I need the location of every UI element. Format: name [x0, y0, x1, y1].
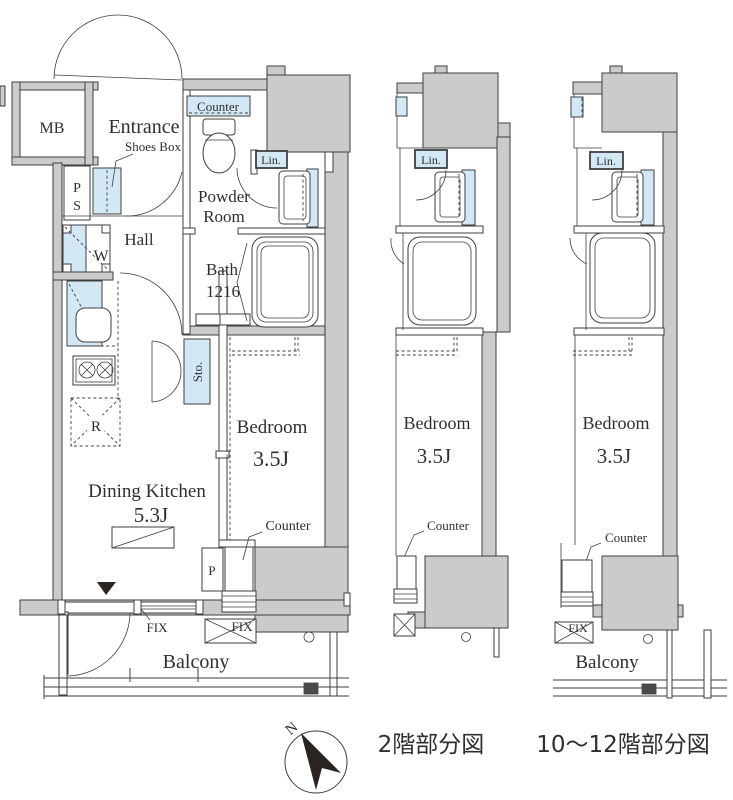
toilet-icon: [202, 118, 236, 174]
washer-label: W: [93, 248, 109, 265]
pillar-label: P: [208, 563, 215, 578]
bedroom-size-label: 3.5J: [417, 444, 451, 468]
linen-box: [414, 149, 448, 169]
drain-hatch-icon: [641, 683, 657, 695]
ac-unit-icon: [393, 613, 416, 637]
table-icon: [111, 526, 175, 549]
linen-box: [589, 151, 624, 170]
main-plan: MB P S Entrance Shoes Box W Hal: [0, 14, 351, 699]
bathtub-icon: [569, 232, 656, 330]
linen-label: Lin.: [421, 153, 441, 167]
storage-closet: Sto.: [151, 338, 211, 405]
storage-label: Sto.: [190, 362, 205, 383]
bath-size-label: 1216: [206, 282, 240, 301]
balcony-label: Balcony: [575, 652, 639, 673]
bedroom-label: Bedroom: [583, 413, 650, 433]
main-walls: [0, 65, 351, 633]
fix-label: FIX: [568, 621, 588, 635]
counter-label: Counter: [265, 519, 310, 534]
counter-label: Counter: [427, 518, 470, 533]
middle-plan: Lin. Bedroom 3.5J Counter: [390, 65, 511, 658]
dk-door-arc: [119, 272, 183, 336]
shoes-box-icon: [92, 167, 122, 215]
right-plan: Lin. Bedroom 3.5J Counter: [553, 65, 727, 699]
counter-window: [560, 559, 594, 607]
linen-label: Lin.: [596, 154, 616, 168]
compass-north-label: N: [283, 719, 302, 738]
caption-10-12f: 10〜12階部分図: [536, 732, 710, 758]
entrance-label: Entrance: [108, 116, 179, 138]
fix2-label: FIX: [232, 619, 254, 634]
bedroom-dashed-closet: [396, 337, 458, 356]
dining-size-label: 5.3J: [134, 503, 168, 527]
hall-label: Hall: [124, 230, 154, 249]
balcony-area: Balcony: [43, 614, 349, 699]
fix-window-1: [57, 599, 204, 615]
caption-2f: 2階部分図: [378, 732, 485, 758]
toilet-counter-label: Counter: [197, 99, 240, 114]
pipe-space: P S: [63, 165, 91, 221]
mb-label: MB: [40, 120, 65, 137]
fix1-label: FIX: [147, 620, 169, 635]
washbasin-icon: [591, 169, 655, 226]
hall-door-arc: [124, 171, 183, 217]
right-walls: [572, 65, 684, 631]
cut-shoes-box: [570, 96, 584, 118]
ps-label-p: P: [73, 181, 81, 196]
counter-window: [393, 555, 418, 604]
bedroom-label: Bedroom: [404, 413, 471, 433]
bath-fixtures: [195, 242, 251, 326]
washbasin-icon: [236, 167, 319, 228]
bedroom-dashed-closet: [226, 337, 300, 540]
bedroom-dashed-closet: [573, 337, 633, 356]
powder-room-label-1: Powder: [198, 187, 250, 206]
dining-kitchen-label: Dining Kitchen: [88, 481, 206, 502]
linen-box: [255, 150, 288, 169]
washer-pan-icon: W: [62, 224, 111, 273]
balcony-label: Balcony: [163, 651, 230, 673]
stove-icon: [72, 355, 116, 386]
compass-icon: N: [283, 719, 348, 794]
bathtub-icon: [251, 236, 319, 328]
ac-unit-icon: [554, 621, 594, 644]
pillar-box: [201, 547, 224, 592]
bedroom-size-label: 3.5J: [253, 446, 290, 471]
washbasin-icon: [415, 169, 476, 226]
middle-walls: [395, 65, 511, 629]
bedroom-size-label: 3.5J: [597, 444, 631, 468]
ps-label-s: S: [73, 199, 81, 214]
direction-triangle-icon: [97, 582, 116, 595]
entrance-door-icon: [53, 14, 183, 81]
bathtub-icon: [390, 233, 477, 330]
drain-hatch-icon: [303, 682, 319, 695]
bedroom-label: Bedroom: [237, 417, 308, 438]
fridge-label: R: [91, 419, 101, 435]
toilet-counter: Counter: [186, 95, 251, 117]
counter-label: Counter: [605, 530, 648, 545]
shoes-box-label: Shoes Box: [125, 139, 181, 154]
balcony-door: [62, 601, 138, 677]
kitchen-sink-icon: [66, 280, 119, 399]
bath-label: Bath: [206, 260, 239, 279]
ac-unit-icon: [204, 618, 257, 644]
counter-window: [221, 590, 257, 613]
balcony-area: Balcony: [553, 629, 727, 699]
refrigerator-icon: R: [70, 397, 121, 447]
powder-room-label-2: Room: [203, 207, 245, 226]
bedroom-counter: [224, 546, 254, 592]
cut-shoes-box: [395, 96, 408, 117]
linen-label: Lin.: [261, 153, 281, 167]
